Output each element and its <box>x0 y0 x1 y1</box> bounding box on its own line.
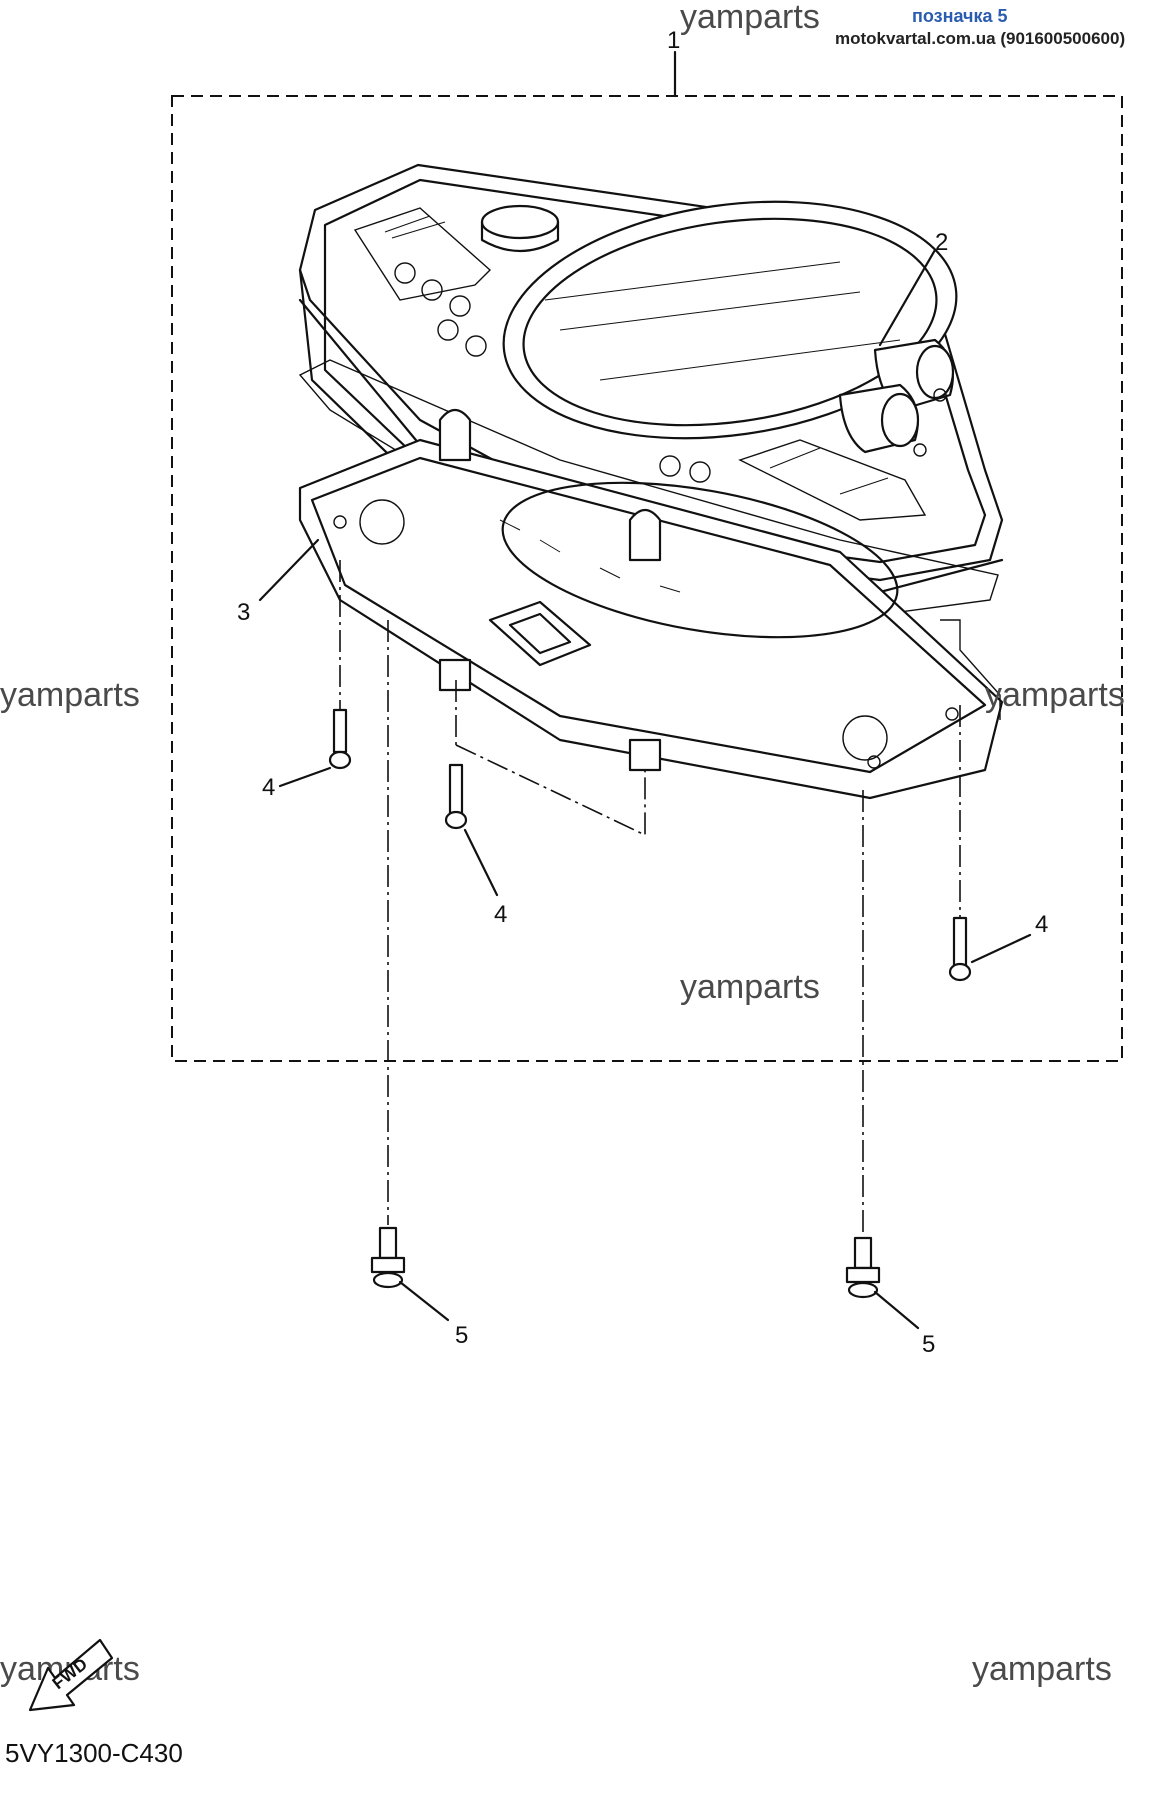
callout-5a: 5 <box>455 1322 468 1349</box>
bolt-left <box>370 1226 406 1289</box>
screw-right <box>948 916 972 982</box>
callout-1: 1 <box>667 27 680 54</box>
watermark-top: yamparts <box>680 0 820 36</box>
callout-2: 2 <box>935 229 948 256</box>
screw-left <box>328 708 352 770</box>
header-label-link[interactable]: позначка 5 <box>912 6 1008 26</box>
screw-middle <box>444 763 468 830</box>
callout-3: 3 <box>237 599 250 626</box>
lower-case <box>298 408 1004 800</box>
leader-4c <box>970 933 1032 964</box>
header-source: motokvartal.com.ua (901600500600) <box>835 29 1125 48</box>
trip-knob-assembly <box>838 338 955 457</box>
watermark-left: yamparts <box>0 676 140 714</box>
assembly-boundary <box>171 95 1123 1062</box>
leader-5b <box>873 1290 920 1330</box>
watermark-bottom-right: yamparts <box>972 1650 1112 1688</box>
leader-3 <box>258 538 320 602</box>
bolt-right <box>845 1236 881 1299</box>
leader-4a <box>278 766 332 788</box>
diagram-code: 5VY1300-C430 <box>5 1738 183 1768</box>
callout-4c: 4 <box>1035 911 1048 938</box>
centerline-posts <box>455 744 646 837</box>
leader-4b <box>463 828 499 897</box>
leader-5a <box>398 1280 450 1322</box>
callout-5b: 5 <box>922 1331 935 1358</box>
watermark-center: yamparts <box>680 968 820 1006</box>
gauge-lens <box>502 200 958 440</box>
callout-4a: 4 <box>262 774 275 801</box>
callout-4b: 4 <box>494 901 507 928</box>
leader-2 <box>878 248 937 347</box>
watermark-right: yamparts <box>985 676 1125 714</box>
